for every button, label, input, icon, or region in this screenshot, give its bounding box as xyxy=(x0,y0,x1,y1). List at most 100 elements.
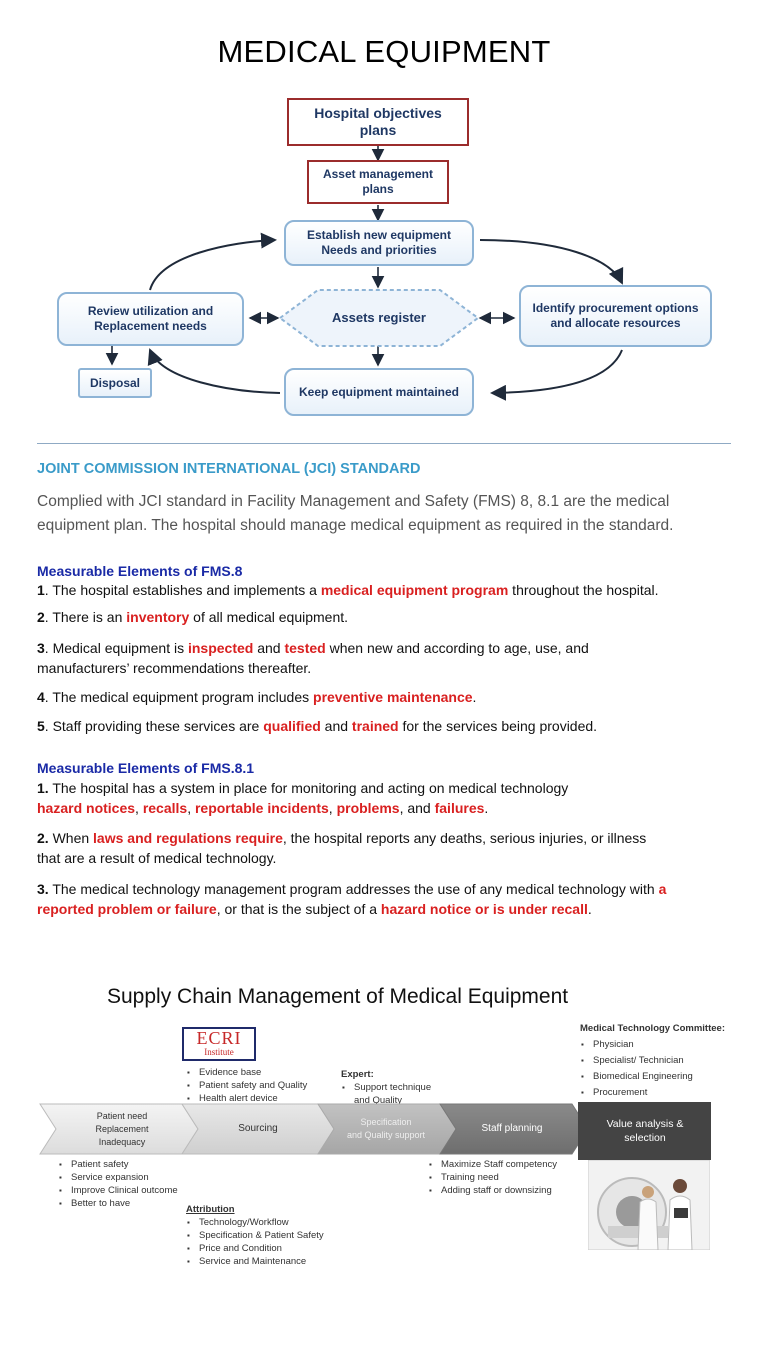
fms81-item-2: 2. When laws and regulations require, th… xyxy=(37,828,667,868)
chevron-sourcing-label: Sourcing xyxy=(238,1123,278,1134)
chevron-value xyxy=(578,1102,711,1160)
highlight-text: laws and regulations require xyxy=(93,830,283,846)
list-item: Improve Clinical outcome xyxy=(58,1184,178,1197)
patient-need-text: Patient need xyxy=(96,1110,148,1121)
item-text: , or that is the subject of a xyxy=(216,901,381,917)
highlight-text: failures xyxy=(434,800,485,816)
list-item: Physician xyxy=(580,1038,725,1051)
list-item: Maximize Staff competency xyxy=(428,1158,557,1171)
quality-support-text: and Quality support xyxy=(346,1130,426,1140)
item-number: 3 xyxy=(37,640,45,656)
highlight-text: tested xyxy=(284,640,326,656)
fms8-item-5: 5. Staff providing these services are qu… xyxy=(37,716,737,736)
fms8-item-2: 2. There is an inventory of all medical … xyxy=(37,607,737,627)
item-number: 3. xyxy=(37,881,49,897)
fms8-item-4: 4. The medical equipment program include… xyxy=(37,687,737,707)
list-item: Evidence base xyxy=(186,1066,307,1079)
item-text: . The medical equipment program includes xyxy=(44,689,314,705)
item-number: 5 xyxy=(37,718,45,734)
item-text: throughout the hospital. xyxy=(508,582,659,598)
item-text: and xyxy=(253,640,285,656)
ecri-bullets: Evidence base Patient safety and Quality… xyxy=(186,1066,307,1105)
item-text: The medical technology management progra… xyxy=(48,881,659,897)
fms81-title: Measurable Elements of FMS.8.1 xyxy=(37,760,255,776)
chevron-staff-label: Staff planning xyxy=(481,1123,543,1134)
identify-box: Identify procurement options and allocat… xyxy=(519,285,712,347)
attribution-title: Attribution xyxy=(186,1204,235,1215)
item-text: . Medical equipment is xyxy=(44,640,188,656)
inadequacy-text: Inadequacy xyxy=(98,1136,146,1147)
item-text: . Staff providing these services are xyxy=(44,718,264,734)
review-label: Review utilization and Replacement needs xyxy=(87,304,214,333)
highlight-text: medical equipment program xyxy=(320,582,509,598)
asset-management-box: Asset management plans xyxy=(307,160,449,204)
item-text: , and xyxy=(399,800,435,816)
highlight-text: problems xyxy=(336,800,400,816)
item-text: and xyxy=(320,718,352,734)
specification-text: Specification xyxy=(360,1117,412,1127)
disposal-box: Disposal xyxy=(78,368,152,398)
hospital-objectives-box: Hospital objectives plans xyxy=(287,98,469,146)
list-item: Specification & Patient Safety xyxy=(186,1229,324,1242)
page-title: MEDICAL EQUIPMENT xyxy=(217,34,551,69)
supply-chain-chevrons xyxy=(39,1102,711,1160)
item-number: 1. xyxy=(37,780,49,796)
list-item: Service expansion xyxy=(58,1171,178,1184)
fms8-item-1: 1. The hospital establishes and implemen… xyxy=(37,580,737,600)
flow-diagram: Hospital objectives plans Asset manageme… xyxy=(0,0,768,440)
item-text: for the services being provided. xyxy=(398,718,598,734)
highlight-text: inspected xyxy=(187,640,254,656)
flow-connectors xyxy=(105,145,624,401)
list-item: Patient safety xyxy=(58,1158,178,1171)
fms8-title: Measurable Elements of FMS.8 xyxy=(37,563,243,579)
highlight-text: hazard notices xyxy=(37,800,136,816)
item-text: when new and according to age, use, and … xyxy=(37,640,589,676)
hospital-objectives-label: Hospital objectives plans xyxy=(314,104,442,139)
list-item: Technology/Workflow xyxy=(186,1216,324,1229)
asset-management-label: Asset management plans xyxy=(322,167,434,196)
keep-maintained-box: Keep equipment maintained xyxy=(284,368,474,416)
chevron-staff xyxy=(439,1103,589,1155)
identify-label: Identify procurement options and allocat… xyxy=(532,301,699,330)
establish-box: Establish new equipment Needs and priori… xyxy=(284,220,474,266)
establish-label: Establish new equipment Needs and priori… xyxy=(306,228,452,257)
item-text: . The hospital establishes and implement… xyxy=(44,582,321,598)
list-item: Specialist/ Technician xyxy=(580,1054,725,1067)
fms81-item-3: 3. The medical technology management pro… xyxy=(37,879,687,919)
expert-title: Expert: xyxy=(341,1069,374,1080)
section-divider xyxy=(37,443,731,444)
assets-register-label: Assets register xyxy=(332,309,426,325)
committee-block: Medical Technology Committee: Physician … xyxy=(580,1022,725,1099)
attribution-block: Attribution Technology/Workflow Specific… xyxy=(186,1203,324,1268)
ecri-logo-sub: Institute xyxy=(204,1047,234,1057)
chevron-value-label: Value analysis & selection xyxy=(606,1118,684,1144)
item-number: 4 xyxy=(37,689,45,705)
jci-intro: Complied with JCI standard in Facility M… xyxy=(37,493,674,534)
chevron-specification-label: Specification and Quality support xyxy=(334,1104,438,1154)
item-number: 2. xyxy=(37,830,49,846)
highlight-text: inventory xyxy=(126,609,190,625)
item-number: 1 xyxy=(37,582,45,598)
item-text: , xyxy=(135,800,143,816)
jci-heading: JOINT COMMISSION INTERNATIONAL (JCI) STA… xyxy=(37,461,421,477)
item-text: , xyxy=(187,800,195,816)
item-text: of all medical equipment. xyxy=(189,609,349,625)
committee-title: Medical Technology Committee: xyxy=(580,1023,725,1034)
highlight-text: hazard notice or is under recall xyxy=(380,901,588,917)
item-text: . xyxy=(484,800,489,816)
replacement-text: Replacement xyxy=(95,1123,149,1134)
review-box: Review utilization and Replacement needs xyxy=(57,292,244,346)
fms8-item-3: 3. Medical equipment is inspected and te… xyxy=(37,638,657,678)
item-text: . There is an xyxy=(44,609,127,625)
item-text: The hospital has a system in place for m… xyxy=(48,780,569,796)
ecri-logo: ECRI Institute xyxy=(182,1027,256,1061)
keep-maintained-label: Keep equipment maintained xyxy=(298,384,460,399)
list-item: Health alert device xyxy=(186,1092,307,1105)
list-item: Procurement xyxy=(580,1086,725,1099)
item-text: . xyxy=(472,689,477,705)
highlight-text: reportable incidents xyxy=(194,800,329,816)
supply-chain-title: Supply Chain Management of Medical Equip… xyxy=(107,985,569,1008)
mri-photo xyxy=(588,1160,710,1250)
highlight-text: a reported problem or failure xyxy=(37,881,667,917)
ecri-logo-text: ECRI xyxy=(196,1028,242,1048)
